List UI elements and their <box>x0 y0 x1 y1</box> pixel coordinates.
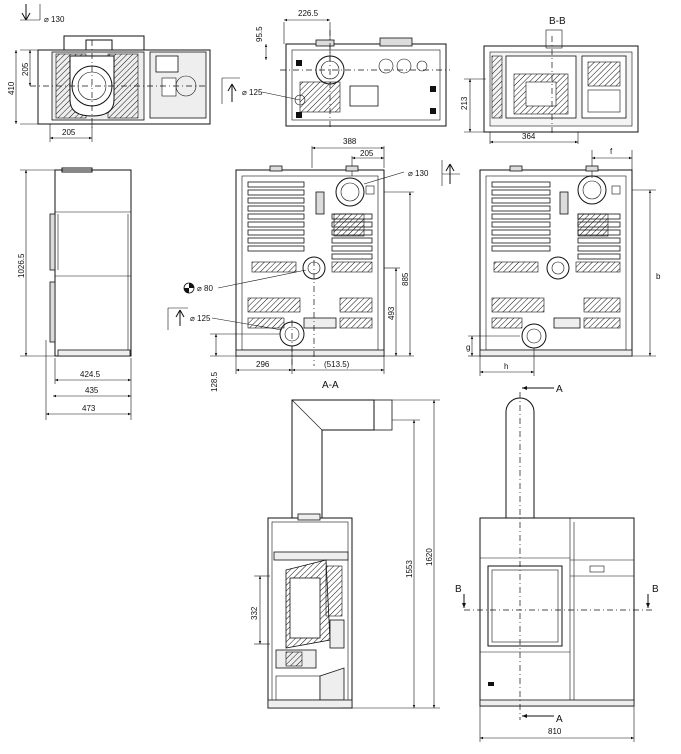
section-b-b-outline <box>483 45 639 133</box>
dim-213: 213 <box>460 96 469 110</box>
dim-205-rear: 205 <box>360 149 374 158</box>
svg-text:A: A <box>556 384 563 395</box>
dim-g: g <box>466 343 470 352</box>
dim-128-5: 128.5 <box>210 371 219 392</box>
dim-410: 410 <box>7 81 16 95</box>
svg-text:B: B <box>455 584 462 595</box>
dim-226-5: 226.5 <box>298 9 319 18</box>
dim-388: 388 <box>343 137 357 146</box>
rear-flue-label: ⌀ 130 <box>363 160 460 186</box>
dim-f: f <box>610 147 613 156</box>
section-a-a: A-A 332 1553 1620 <box>250 380 440 709</box>
control-panel <box>589 565 605 573</box>
svg-text:⌀ 80: ⌀ 80 <box>197 284 213 293</box>
dim-473: 473 <box>82 404 96 413</box>
dim-1620: 1620 <box>425 548 434 566</box>
dim-205-horizontal: 205 <box>62 128 76 137</box>
dim-b: b <box>656 272 661 281</box>
pipe-symbol-125-top: ⌀ 125 <box>221 77 301 104</box>
section-marker-a-top: A <box>522 384 563 395</box>
pipe-diameter-label: ⌀ 125 <box>242 88 263 97</box>
rear-view-outline <box>285 43 447 127</box>
dim-493: 493 <box>387 306 396 320</box>
section-b-b: B-B 213 364 <box>460 16 639 144</box>
svg-text:⌀ 130: ⌀ 130 <box>408 169 429 178</box>
dim-296: 296 <box>256 360 270 369</box>
dim-513-5: (513.5) <box>324 360 350 369</box>
svg-text:⌀ 125: ⌀ 125 <box>190 314 211 323</box>
dim-364: 364 <box>522 132 536 141</box>
rear-flue-outlet <box>335 177 365 207</box>
dim-810: 810 <box>548 727 562 736</box>
dim-332: 332 <box>250 606 259 620</box>
rear-view: 388 205 <box>167 137 460 392</box>
dim-1026-5: 1026.5 <box>17 253 26 278</box>
section-marker-b-left: B <box>455 584 466 608</box>
pipe-symbol-125-rear: ⌀ 125 <box>167 307 283 331</box>
side-view: 1026.5 424.5 435 473 <box>17 167 132 420</box>
section-marker-b-right: B <box>646 584 659 608</box>
svg-text:A: A <box>556 714 563 725</box>
top-view: ⌀ 130 410 205 205 <box>7 4 211 142</box>
dim-424-5: 424.5 <box>80 370 101 379</box>
side-view-outline <box>54 169 132 357</box>
dim-205-vertical: 205 <box>21 62 30 76</box>
flue-symbol-130: ⌀ 130 <box>20 4 65 24</box>
front-view: A A B B 810 <box>455 384 659 742</box>
dim-885: 885 <box>401 272 410 286</box>
flue-diameter-label: ⌀ 130 <box>44 15 65 24</box>
section-marker-a-bottom: A <box>522 714 563 725</box>
dim-435: 435 <box>85 386 99 395</box>
dim-95-5: 95.5 <box>255 26 264 42</box>
air-inlet-symbol-80: ⌀ 80 <box>183 269 307 294</box>
svg-text:B: B <box>652 584 659 595</box>
rear-vent-slots-bottom <box>247 297 373 329</box>
top-rear-view: 226.5 95.5 ⌀ 125 <box>221 9 450 130</box>
fire-door-glass <box>487 565 563 647</box>
flue-pipe <box>291 399 393 519</box>
dim-h: h <box>504 362 508 371</box>
rear-view-variable: f <box>466 147 661 376</box>
dim-1553: 1553 <box>405 560 414 578</box>
section-b-b-title: B-B <box>549 16 566 27</box>
section-a-a-title: A-A <box>322 380 339 391</box>
